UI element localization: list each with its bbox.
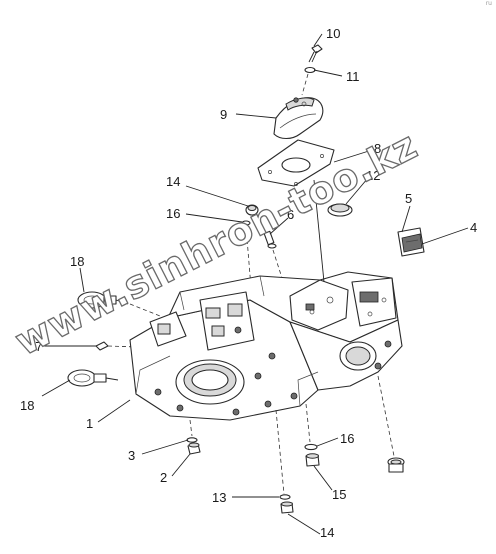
part-17-pin [95,341,109,351]
part-11-washer [304,66,316,74]
callout-17: 17 [28,339,42,354]
part-1-main-housing [129,271,403,421]
callout-14: 14 [320,525,334,540]
callout-6: 6 [287,207,294,222]
part-18-eye-bolt-upper [77,291,129,309]
callout-9: 9 [220,107,227,122]
part-13-washer-bottom [279,494,291,500]
part-6-bolt [263,230,277,249]
callout-3: 3 [128,448,135,463]
callout-4: 4 [470,220,477,235]
callout-15-lower: 15 [332,487,346,502]
part-16-washer-lower [304,443,318,451]
part-9-cover [273,97,324,140]
callout-labels: 10 11 9 8 12 14 5 16 6 4 18 17 18 1 16 3… [20,26,477,540]
callout-13: 13 [212,490,226,505]
callout-11: 11 [346,69,360,84]
part-8-gasket [257,139,335,187]
part-5-part-4-connector [397,227,425,257]
callout-8: 8 [374,141,381,156]
part-15-plug-lower [305,453,320,467]
part-14-plug-bottom [280,501,294,514]
callout-18-lower: 18 [20,398,34,413]
callout-16-upper: 16 [166,206,180,221]
callout-5: 5 [405,191,412,206]
callout-2: 2 [160,470,167,485]
callout-12: 12 [366,168,380,183]
callout-18-upper: 18 [70,254,84,269]
callout-16-lower: 16 [340,431,354,446]
part-15-plug-upper [245,204,259,216]
callout-15-upper: 14 [166,174,180,189]
part-plug-right-bottom [387,457,405,473]
leader-lines [41,33,469,535]
callout-10: 10 [326,26,340,41]
part-16-washer-upper [241,220,251,226]
part-18-eye-bolt-lower [67,369,119,387]
callout-1: 1 [86,416,93,431]
part-2-plug-lower-left [187,442,201,455]
corner-mark: ru [485,0,492,7]
part-10-screw [308,44,323,63]
part-12-ring [327,203,353,217]
part-3-washer-lower-left [186,437,198,443]
